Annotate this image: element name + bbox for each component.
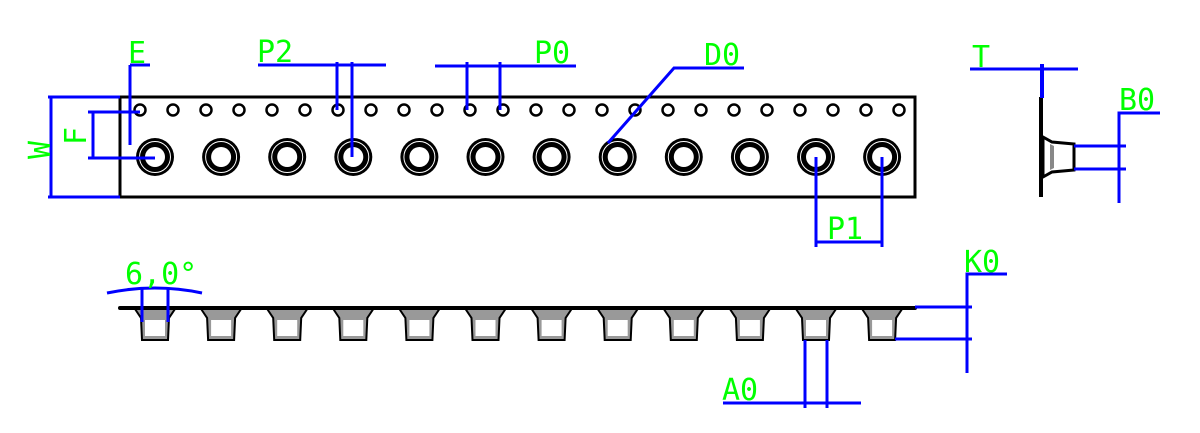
- sprocket-hole: [298, 103, 312, 117]
- dimension-d0: D0: [606, 38, 744, 144]
- sprocket-hole: [694, 103, 708, 117]
- sprocket-hole: [199, 103, 213, 117]
- pocket: [400, 138, 439, 176]
- pocket-cup: [860, 308, 904, 341]
- pocket-cup: [133, 308, 177, 341]
- sprocket-hole: [760, 103, 774, 117]
- sprocket-hole: [430, 103, 444, 117]
- pocket-cup: [265, 308, 310, 341]
- sprocket-hole: [265, 103, 279, 117]
- pockets-top: [136, 138, 902, 176]
- label-e: E: [128, 36, 146, 71]
- sprocket-hole: [133, 103, 147, 117]
- pocket-cup: [595, 308, 640, 341]
- label-f: F: [59, 127, 94, 145]
- pocket-cup: [661, 308, 706, 341]
- pocket: [532, 138, 571, 176]
- label-p0: P0: [534, 36, 570, 71]
- sprocket-hole: [166, 103, 180, 117]
- label-angle: 6,0°: [125, 257, 197, 292]
- pocket-cup: [728, 308, 772, 341]
- label-k0: K0: [964, 245, 1000, 280]
- pocket: [664, 138, 703, 176]
- side-view: T B0: [970, 40, 1160, 203]
- pocket: [598, 138, 637, 176]
- sprocket-hole: [859, 103, 873, 117]
- label-d0: D0: [704, 38, 740, 73]
- pocket: [730, 138, 769, 176]
- dimension-p0: P0: [435, 36, 576, 110]
- tape-strip-top: [118, 95, 917, 199]
- pocket-cup: [331, 308, 376, 341]
- pocket-cup: [397, 308, 442, 341]
- pocket-cup: [794, 308, 838, 341]
- label-a0: A0: [722, 373, 758, 408]
- sprocket-hole: [727, 103, 741, 117]
- dimension-f: F: [59, 110, 155, 160]
- pocket: [202, 138, 241, 176]
- dimension-p1: P1: [814, 157, 884, 247]
- label-w: W: [23, 140, 58, 159]
- dimension-w: W: [23, 95, 120, 199]
- sprocket-hole: [232, 103, 246, 117]
- pocket: [466, 138, 505, 176]
- sprocket-hole: [826, 103, 840, 117]
- dimension-p2: P2: [257, 35, 386, 157]
- pocket: [268, 138, 307, 176]
- pocket-cup: [199, 308, 243, 341]
- sprocket-hole: [595, 103, 609, 117]
- sprocket-hole: [562, 103, 576, 117]
- sprocket-holes: [133, 103, 906, 117]
- section-view: 6,0° K0 A0: [106, 245, 1007, 408]
- pocket-cup: [529, 308, 574, 341]
- pocket-cup: [463, 308, 508, 341]
- sprocket-hole: [397, 103, 411, 117]
- sprocket-hole: [793, 103, 807, 117]
- dimension-e: E: [128, 36, 150, 145]
- sprocket-hole: [661, 103, 675, 117]
- sprocket-hole: [892, 103, 906, 117]
- label-p1: P1: [827, 212, 863, 247]
- top-view: [118, 95, 917, 199]
- sprocket-hole: [529, 103, 543, 117]
- pockets-section: [133, 308, 904, 341]
- sprocket-hole: [364, 103, 378, 117]
- label-b0: B0: [1119, 83, 1155, 118]
- label-t: T: [972, 40, 990, 75]
- label-p2: P2: [257, 35, 293, 70]
